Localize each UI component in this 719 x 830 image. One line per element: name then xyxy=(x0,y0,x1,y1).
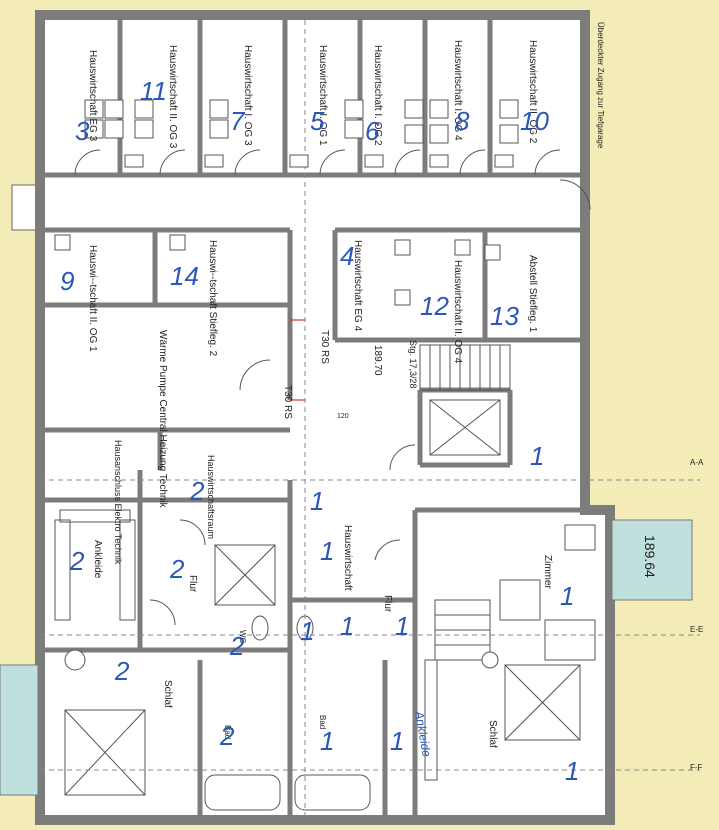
label-schlaf-left: Schlaf xyxy=(162,680,173,708)
room-label-hw-eg4: Hauswirtschaft EG 4 xyxy=(352,240,363,332)
hw-unit-2-b: 2 xyxy=(69,546,85,576)
hw-number-5: 5 xyxy=(310,106,325,136)
hw-unit-2-d: 2 xyxy=(229,631,245,661)
label-axis-ee: E-E xyxy=(690,625,703,634)
balcony-right xyxy=(611,519,693,601)
hw-number-13: 13 xyxy=(490,301,519,331)
label-t30rs-b: T30 RS xyxy=(282,385,293,419)
room-label-hw-1og4: Hauswirtschaft I. OG 4 xyxy=(452,40,463,141)
hw-number-11: 11 xyxy=(140,76,167,106)
label-stairs: Stg. 17,3/28 xyxy=(408,340,418,389)
room-label-hw-2og4: Hauswirtschaft II. OG 4 xyxy=(452,260,463,364)
label-schlaf-right: Schlaf xyxy=(487,720,498,748)
room-label-hw-2og3: Hauswirtschaft II. OG 3 xyxy=(167,45,178,149)
room-label-hw-2og2: Hauswirtschaft II. OG 2 xyxy=(527,40,538,144)
hw-unit-2-e: 2 xyxy=(114,656,130,686)
label-flur-left: Flur xyxy=(187,575,198,593)
hw-unit-1-d: 1 xyxy=(340,611,354,641)
hw-number-10: 10 xyxy=(520,106,549,136)
glazing-left xyxy=(0,664,39,796)
label-wc: WC xyxy=(238,630,247,644)
wardrobes xyxy=(54,509,438,781)
label-axis-ff: F-F xyxy=(690,763,703,772)
hw-unit-1-g: 1 xyxy=(565,756,579,786)
label-hausanschluss: Hausanschluss Elektro Technik xyxy=(113,440,123,565)
hw-unit-2-c: 2 xyxy=(169,554,185,584)
hw-number-14: 14 xyxy=(170,261,199,291)
label-tiefgarage: Überdeckter Zugang zur Tiefgarage xyxy=(596,22,605,149)
hw-number-4: 4 xyxy=(340,241,354,271)
hw-unit-1-j: 1 xyxy=(300,616,314,646)
section-lines xyxy=(40,20,700,820)
room-label-hw-1og3: Hauswirtschaft I. OG 3 xyxy=(242,45,253,146)
hw-unit-1-b: 1 xyxy=(310,486,324,516)
label-heizung: Wärme Pumpe Central Heizung Technik xyxy=(157,330,168,509)
elevator xyxy=(429,399,501,456)
label-area: 120 xyxy=(337,413,349,420)
hw-number-7: 7 xyxy=(230,106,246,136)
hw-number-12: 12 xyxy=(420,291,449,321)
interior-walls xyxy=(40,20,610,820)
room-label-abstell: Abstell Stiefleg. 1 xyxy=(527,255,538,333)
hw-number-9: 9 xyxy=(60,266,74,296)
hw-number-8: 8 xyxy=(455,106,470,136)
label-level-b: 189.64 xyxy=(642,535,658,578)
hw-unit-1-c: 1 xyxy=(320,536,334,566)
bathtubs xyxy=(64,615,499,811)
hw-unit-1-f: 1 xyxy=(560,581,574,611)
room-label-hw-stg2: Hauswi--tschaft Stiefleg. 2 xyxy=(207,240,218,357)
label-zimmer: Zimmer xyxy=(542,555,553,590)
staircase xyxy=(214,344,511,661)
label-bad-left: Bad xyxy=(223,725,232,739)
hw-unit-2-f: 2 xyxy=(219,721,235,751)
hw-number-6: 6 xyxy=(365,116,380,146)
label-t30rs-a: T30 RS xyxy=(319,330,330,364)
door-swings xyxy=(74,149,591,626)
hw-unit-2-a: 2 xyxy=(189,476,205,506)
label-level-a: 189.70 xyxy=(372,345,383,376)
label-bad-mid: Bad xyxy=(318,715,327,729)
fire-doors xyxy=(290,319,305,401)
label-hauswirtschaft: Hauswirtschaft xyxy=(342,525,353,591)
label-flur-right: Flur xyxy=(382,595,393,613)
hw-unit-1-i: 1 xyxy=(390,726,404,756)
room-label-hw-eg3: Hauswirtschaft EG 3 xyxy=(87,50,98,142)
room-label-hw-1og1: Hauswirtschaft I. OG 1 xyxy=(317,45,328,146)
label-hwr: Hauswirtschaftsraum xyxy=(206,455,216,539)
label-ankleide: Ankleide xyxy=(92,540,103,579)
beds xyxy=(64,524,596,796)
hw-unit-1-e: 1 xyxy=(395,611,409,641)
room-label-hw-2og1: Hauswi--tschaft II. OG 1 xyxy=(87,245,98,352)
hw-unit-1-h: 1 xyxy=(320,726,334,756)
hw-number-3: 3 xyxy=(75,116,90,146)
room-label-hw-1og2: Hauswirtschaft I. OG 2 xyxy=(372,45,383,146)
label-axis-aa: A-A xyxy=(690,458,704,467)
hw-unit-1-a: 1 xyxy=(530,441,544,471)
appliance-boxes xyxy=(54,99,519,306)
